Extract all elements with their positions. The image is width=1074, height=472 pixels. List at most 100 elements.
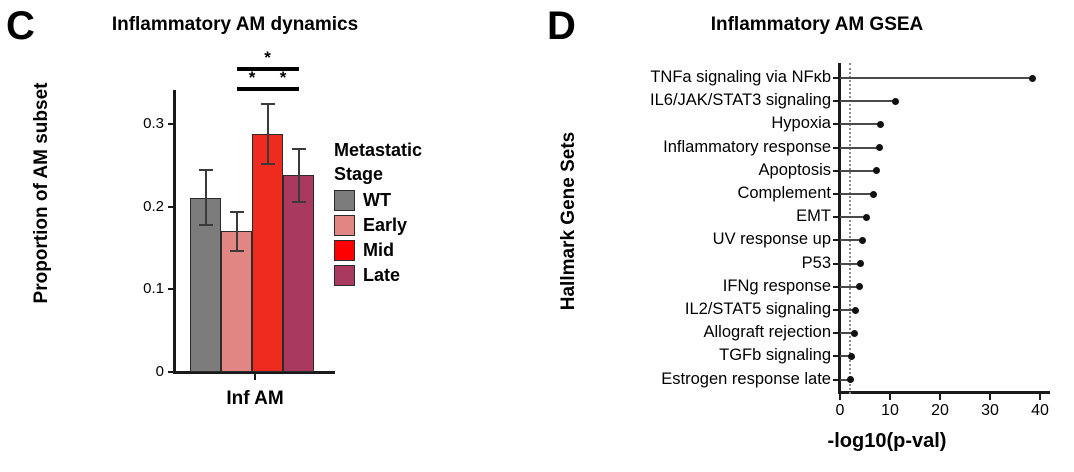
gene-set-label: IFNg response <box>722 276 831 295</box>
legend-title-line2: Stage <box>334 164 384 184</box>
panel-d-y-axis-line <box>838 63 841 393</box>
gene-set-label: Apoptosis <box>758 160 831 179</box>
significance-asterisk: * <box>248 68 256 87</box>
panel-d-y-tick <box>833 146 838 149</box>
legend-swatch-icon <box>334 215 355 236</box>
panel-d-x-tick <box>889 394 891 400</box>
lollipop-line <box>840 216 866 219</box>
legend-item-mid[interactable]: Mid <box>334 238 494 263</box>
lollipop-line <box>840 169 876 172</box>
legend-swatch-icon <box>334 190 355 211</box>
lollipop-dot <box>847 376 854 384</box>
panel-d-x-axis-line <box>838 391 1050 394</box>
panel-d-y-tick <box>833 285 838 288</box>
panel-c: C Inflammatory AM dynamics Proportion of… <box>6 4 494 409</box>
lollipop-line <box>840 332 855 335</box>
lollipop-dot <box>856 283 863 291</box>
legend-item-label: Mid <box>363 240 394 260</box>
panel-c-x-tick-label: Inf AM <box>226 388 284 409</box>
lollipop-dot <box>1029 74 1036 82</box>
lollipop-dot <box>856 260 864 268</box>
panel-c-y-tick-label: 0 <box>155 363 164 380</box>
panel-d-x-tick <box>839 394 841 400</box>
panel-c-x-tick <box>254 374 256 380</box>
panel-d-y-tick <box>833 77 838 79</box>
gene-set-label: Allograft rejection <box>703 323 831 342</box>
panel-d-y-tick <box>833 239 838 242</box>
panel-d-letter: D <box>547 4 576 48</box>
significance-bar <box>236 67 299 71</box>
gene-set-label: Inflammatory response <box>663 137 831 156</box>
panel-d-x-tick-label: 40 <box>1031 402 1049 419</box>
gene-set-label: P53 <box>801 253 831 272</box>
panel-d-y-tick <box>833 169 838 172</box>
panel-c-y-tick <box>168 288 173 291</box>
legend-item-wt[interactable]: WT <box>334 188 494 213</box>
panel-c-y-tick-label: 0.2 <box>143 197 164 215</box>
lollipop-dot <box>876 120 884 128</box>
lollipop-dot <box>851 329 858 337</box>
lollipop-line <box>840 77 1033 79</box>
panel-d-y-tick <box>833 216 838 219</box>
panel-c-letter: C <box>6 4 35 48</box>
bar-mid <box>252 133 283 372</box>
panel-c-y-tick <box>168 371 173 373</box>
panel-d-y-tick <box>833 100 838 103</box>
panel-d-y-tick <box>833 262 838 265</box>
panel-d-y-tick <box>833 355 838 358</box>
gene-set-label: TNFa signaling via NFκb <box>650 68 831 86</box>
lollipop-dot <box>862 213 870 221</box>
panel-c-y-tick <box>168 205 173 208</box>
panel-d: D Inflammatory AM GSEA Hallmark Gene Set… <box>537 0 1074 472</box>
panel-c-x-axis-line <box>173 371 335 374</box>
gene-set-label: IL2/STAT5 signaling <box>684 300 831 318</box>
panel-d-y-tick <box>833 309 838 311</box>
significance-bar <box>236 87 268 91</box>
lollipop-line <box>840 378 851 381</box>
significance-bar <box>267 87 299 91</box>
gene-set-label: Estrogen response late <box>661 369 831 388</box>
legend-item-label: Late <box>363 265 401 285</box>
panel-d-x-tick-label: 20 <box>931 402 949 419</box>
error-bar-late <box>291 147 306 203</box>
legend-swatch-icon <box>334 265 355 286</box>
legend-item-late[interactable]: Late <box>334 263 494 288</box>
panel-c-y-tick-label: 0.3 <box>143 115 164 132</box>
lollipop-line <box>840 239 863 242</box>
panel-d-x-tick-label: 10 <box>881 402 899 419</box>
legend-item-label: WT <box>363 190 391 210</box>
lollipop-dot <box>876 144 883 152</box>
lollipop-line <box>840 355 852 358</box>
error-bar-wt <box>198 168 213 227</box>
lollipop-dot <box>852 306 859 314</box>
panel-d-x-tick <box>1039 394 1041 400</box>
significance-threshold-line <box>849 63 851 394</box>
gene-set-label: Hypoxia <box>771 114 831 133</box>
lollipop-dot <box>859 236 866 244</box>
panel-d-title: Inflammatory AM GSEA <box>710 14 924 35</box>
lollipop-line <box>840 100 895 103</box>
bar-wt <box>190 197 221 372</box>
panel-c-y-tick-label: 0.1 <box>143 280 164 298</box>
panel-d-x-axis-label: -log10(p-val) <box>827 430 947 452</box>
panel-c-y-tick <box>168 123 173 125</box>
lollipop-line <box>840 309 856 311</box>
significance-asterisk: * <box>279 68 287 87</box>
panel-d-y-tick <box>833 123 838 126</box>
legend-item-label: Early <box>363 215 408 235</box>
bar-late <box>283 175 314 372</box>
panel-d-x-tick <box>989 394 991 400</box>
legend-item-early[interactable]: Early <box>334 213 494 238</box>
error-bar-mid <box>260 103 275 165</box>
gene-set-label: UV response up <box>712 230 831 249</box>
panel-c-title: Inflammatory AM dynamics <box>111 14 359 35</box>
lollipop-line <box>840 285 860 288</box>
panel-c-y-axis-line <box>173 90 176 373</box>
lollipop-dot <box>891 97 899 105</box>
lollipop-line <box>840 262 860 265</box>
panel-d-x-tick-label: 30 <box>981 402 999 419</box>
panel-d-y-tick <box>833 332 838 335</box>
lollipop-line <box>840 193 874 195</box>
